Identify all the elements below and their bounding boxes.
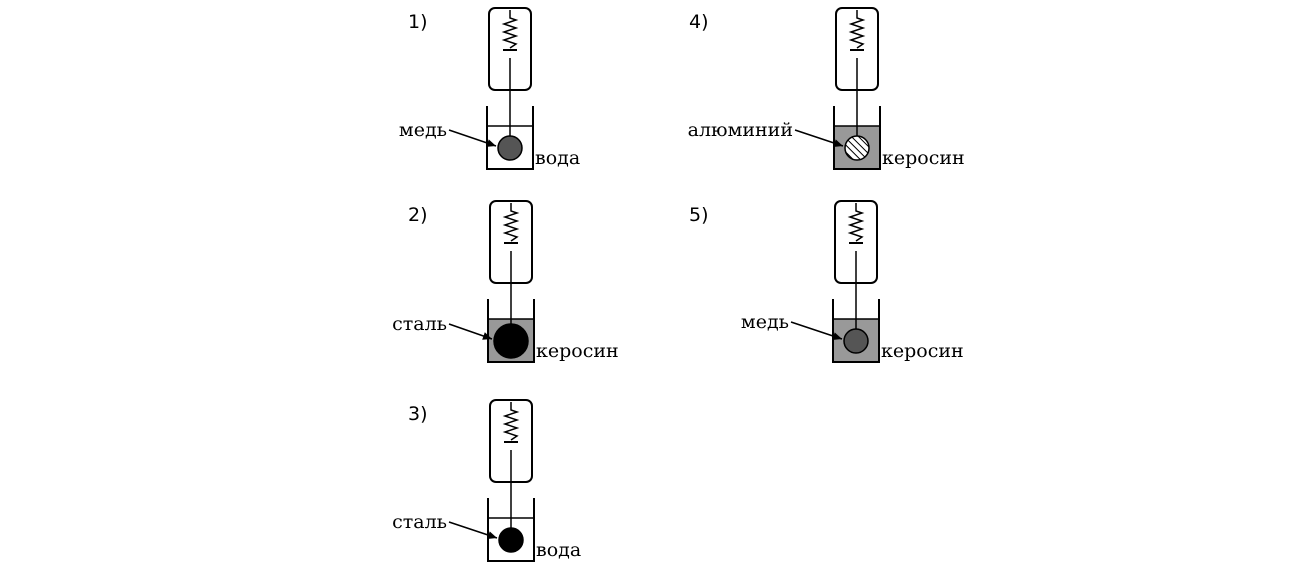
figure-5: 5) медь керосин <box>689 200 964 363</box>
material-label: алюминий <box>688 119 793 141</box>
arrowhead-icon <box>832 332 842 340</box>
figure-number: 5) <box>689 204 709 226</box>
figure-3: 3) сталь вода <box>392 399 581 562</box>
arrowhead-icon <box>482 332 492 340</box>
material-label: медь <box>741 311 789 333</box>
liquid-label: вода <box>535 147 580 169</box>
vessel <box>832 299 880 363</box>
spring-icon <box>501 10 519 49</box>
figure-number: 4) <box>689 11 709 33</box>
ball-steel <box>498 527 524 553</box>
liquid-label: керосин <box>882 147 965 169</box>
material-label: сталь <box>392 511 447 533</box>
figure-4: 4) алюминий керосин <box>688 7 965 170</box>
material-label: сталь <box>392 313 447 335</box>
figure-number: 1) <box>408 11 428 33</box>
liquid-label: вода <box>536 539 581 561</box>
liquid-label: керосин <box>881 340 964 362</box>
ball-copper <box>497 135 523 161</box>
vessel <box>833 106 881 170</box>
figure-number: 3) <box>408 403 428 425</box>
arrowhead-icon <box>487 531 497 539</box>
arrowhead-icon <box>486 139 496 147</box>
figure-number: 2) <box>408 204 428 226</box>
spring-icon <box>847 203 865 242</box>
vessel <box>487 498 535 562</box>
spring-icon <box>848 10 866 49</box>
ball-copper <box>843 328 869 354</box>
figure-1: 1) медь вода <box>399 7 580 170</box>
ball-aluminum <box>844 135 870 161</box>
spring-icon <box>502 402 520 441</box>
vessel <box>487 299 535 363</box>
spring-icon <box>502 203 520 242</box>
arrowhead-icon <box>833 139 843 147</box>
liquid-label: керосин <box>536 340 619 362</box>
vessel <box>486 106 534 170</box>
ball-steel <box>493 323 529 359</box>
material-label: медь <box>399 119 447 141</box>
figure-2: 2) сталь керосин <box>392 200 619 363</box>
